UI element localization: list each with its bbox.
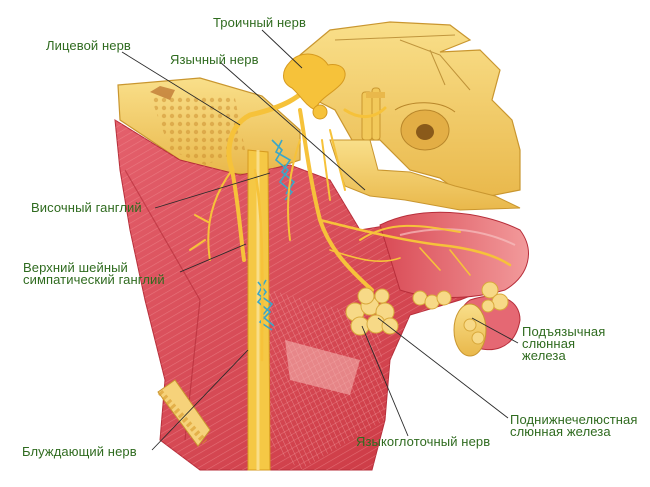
label-sublingual-line-1: Подъязычная <box>522 324 606 339</box>
label-lingual-nerve: Язычный нерв <box>170 52 259 67</box>
label-submandibular-gland: Поднижнечелюстная слюнная железа <box>510 412 638 439</box>
leader-temporal-ganglion <box>154 172 271 209</box>
label-vagus-nerve: Блуждающий нерв <box>22 444 137 459</box>
submandibular-gland <box>345 287 399 336</box>
trigeminal-ganglion <box>283 53 346 120</box>
label-upper-cervical-ganglion: Верхний шейный симпатический ганглий <box>23 260 165 287</box>
leader-vagus <box>151 349 249 451</box>
leader-submandibular <box>377 317 509 419</box>
label-cervical-line-2: симпатический ганглий <box>23 272 165 287</box>
muscle-stump <box>157 379 211 447</box>
leader-sublingual <box>471 317 519 344</box>
label-facial-nerve: Лицевой нерв <box>46 38 131 53</box>
label-glossopharyngeal-nerve: Языкоглоточный нерв <box>356 434 491 449</box>
label-temporal-ganglion: Височный ганглий <box>31 200 142 215</box>
leader-lingual <box>219 61 366 191</box>
label-sublingual-line-2: слюнная <box>522 336 576 351</box>
label-cervical-line-1: Верхний шейный <box>23 260 128 275</box>
leader-facial <box>121 51 241 126</box>
label-sublingual-line-3: железа <box>522 348 566 363</box>
sublingual-gland <box>412 281 509 345</box>
label-submandibular-line-2: слюнная железа <box>510 424 611 439</box>
leader-lines <box>121 29 519 451</box>
leader-trigeminal <box>261 29 303 69</box>
leader-glossopharyngeal <box>361 325 409 437</box>
label-trigeminal-nerve: Троичный нерв <box>213 15 306 30</box>
leader-cervical <box>179 243 247 273</box>
label-submandibular-line-1: Поднижнечелюстная <box>510 412 638 427</box>
label-sublingual-gland: Подъязычная слюнная железа <box>522 324 606 363</box>
